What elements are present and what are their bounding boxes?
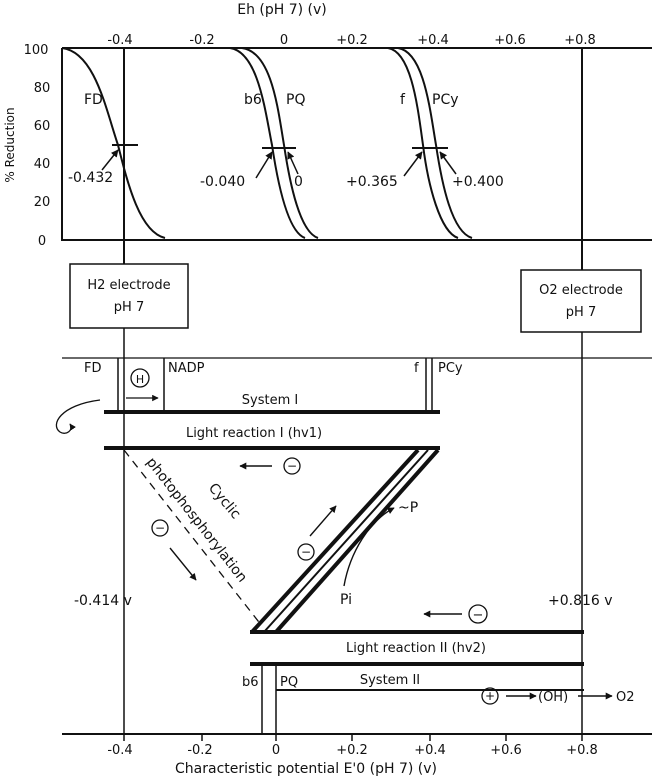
midpoint-value-b6: -0.040 [200,174,245,190]
system1-label: System I [242,393,298,408]
midpoint-markers [112,144,448,149]
top-tick-label: -0.2 [189,33,214,48]
reduction-curves [61,47,473,239]
cyclic-dashed-path [123,449,263,627]
phosphorylation-arrow [343,507,395,587]
minus-sign-diagonal: − [301,545,311,559]
light2-label: Light reaction II (hv2) [346,641,486,656]
curve-label-f: f [400,92,406,108]
o2-label: O2 [616,690,635,705]
bottom-tick-label: 0 [272,743,280,758]
f-curve [387,47,459,239]
top-axis-label: Eh (pH 7) (v) [237,2,327,18]
h2-electrode-box [69,263,189,329]
cyclic-electron-arrow [169,547,197,581]
o2-electrode-box [520,269,642,333]
pcy-curve [397,47,473,239]
h-plus-circle [130,368,150,388]
system2-label: System II [360,673,420,688]
bottom-axis-ticks [123,734,583,741]
bottom-tick-label: +0.2 [336,743,368,758]
lower-label-b6: b6 [242,675,259,690]
minus-sign-cyclic: − [155,521,165,535]
y-tick-label: 40 [34,157,51,172]
bottom-tick-label: +0.6 [490,743,522,758]
pq-curve [241,47,319,239]
bottom-axis-label: Characteristic potential E'0 (pH 7) (v) [175,761,437,777]
curve-label-pcy: PCy [432,92,459,108]
top-tick-label: +0.6 [494,33,526,48]
top-tick-label: +0.8 [564,33,596,48]
plus-sign: + [485,689,495,703]
top-axis-ticks: -0.4 -0.2 0 +0.2 +0.4 +0.6 +0.8 [107,33,595,48]
curve-label-b6: b6 [244,92,262,108]
b6-curve [229,47,306,239]
top-tick-label: +0.4 [417,33,449,48]
y-tick-label: 100 [24,43,49,58]
minus-sign-lower: − [473,608,484,623]
diagonal-electron-arrow [309,505,337,537]
curve-label-fd: FD [84,92,103,108]
p-label: ~P [398,500,418,516]
h2-electrode-line2: pH 7 [114,300,144,315]
top-tick-label: +0.2 [336,33,368,48]
bottom-tick-label: -0.2 [187,743,212,758]
y-tick-label: 80 [34,81,51,96]
potential-left: -0.414 v [74,593,132,609]
bottom-tick-label: +0.4 [414,743,446,758]
midpoint-value-pq: 0 [294,174,303,190]
top-tick-label: 0 [280,33,288,48]
pi-label: Pi [340,592,352,608]
oh-label: (OH) [538,690,568,705]
top-plot-left-axis [61,48,652,241]
cyclic-loop-arrow [55,399,101,434]
lower-label-pcy: PCy [438,361,463,376]
lower-label-h: H [136,373,144,386]
midpoint-value-fd: -0.432 [68,170,113,186]
z-scheme-diagonal [250,448,440,634]
midpoint-value-f: +0.365 [346,174,398,190]
lower-label-pq: PQ [280,675,298,690]
y-axis-label: % Reduction [3,107,17,182]
bottom-tick-label: +0.8 [566,743,598,758]
y-tick-label: 20 [34,195,51,210]
top-tick-label: -0.4 [107,33,132,48]
light1-label: Light reaction I (hv1) [186,426,322,441]
h2-electrode-line1: H2 electrode [87,278,170,293]
bottom-tick-label: -0.4 [107,743,132,758]
potential-right: +0.816 v [548,593,613,609]
midpoint-value-pcy: +0.400 [452,174,504,190]
o2-electrode-line1: O2 electrode [539,283,623,298]
y-tick-label: 60 [34,119,51,134]
lower-label-fd: FD [84,361,102,376]
lower-label-f: f [414,361,419,376]
y-tick-label: 0 [38,234,46,249]
minus-sign-upper: − [287,459,297,473]
fd-curve [61,47,166,239]
cyclic-label: Cyclic [205,480,244,522]
curve-label-pq: PQ [286,92,305,108]
o2-electrode-line2: pH 7 [566,305,596,320]
lower-label-nadp: NADP [168,361,205,376]
y-axis-ticks: 0 20 40 60 80 100 [24,43,51,249]
